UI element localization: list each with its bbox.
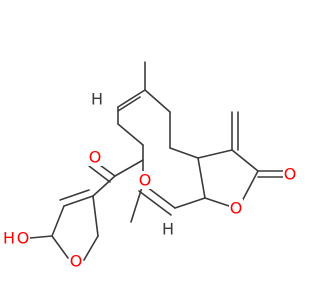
lactone-carbonyl-oxygen: O (284, 165, 297, 184)
atom-labels: O O O O O H O H H (2, 90, 297, 271)
furanone-ring-oxygen: O (70, 252, 83, 271)
bond-ch-c11-double (138, 190, 172, 216)
bond-ester-link (114, 159, 144, 177)
bond-c10-c7 (197, 157, 206, 199)
bond-c3-c4 (117, 123, 144, 146)
bond-fur-c3-o (51, 235, 69, 259)
bond-c11-methyl (130, 183, 144, 223)
bond-fur-c2-c3 (51, 205, 65, 237)
bond-c8-c9 (231, 149, 259, 172)
bonds (29, 61, 291, 261)
bond-c1-c2 (117, 89, 146, 108)
ester-carbonyl-oxygen: O (89, 148, 102, 167)
molecule-canvas: O O O O O H O H H (2, 61, 297, 271)
bond-fur-o-c4 (83, 235, 99, 261)
alkene-hydrogen-bottom: H (162, 220, 174, 239)
alkene-hydrogen-left: H (91, 90, 103, 109)
lactone-ring-oxygen: O (230, 199, 243, 218)
bond-c1-c2-double (117, 96, 141, 112)
bond-c10-ch (174, 197, 206, 209)
bond-c7-c8 (197, 149, 233, 159)
ester-link-oxygen: O (139, 171, 152, 190)
bond-fur-c4-c1 (92, 195, 99, 237)
bond-fur-c1-c2 (63, 195, 94, 207)
bond-fur-c1-c2-double (59, 189, 90, 201)
bond-c6-c7 (169, 147, 199, 159)
hydroxyl-oxygen: O (17, 229, 30, 248)
hydroxyl-hydrogen: H (3, 229, 15, 248)
bond-ring-o-c10 (204, 197, 233, 208)
molecule-structure: O O O O O H O H H (2, 61, 297, 271)
bond-ester-carbonyl-double (88, 165, 111, 183)
bond-c1-c5 (144, 89, 171, 113)
bond-ester-to-furanone (92, 175, 116, 197)
bond-fur-c3-hydroxyl (29, 235, 53, 239)
